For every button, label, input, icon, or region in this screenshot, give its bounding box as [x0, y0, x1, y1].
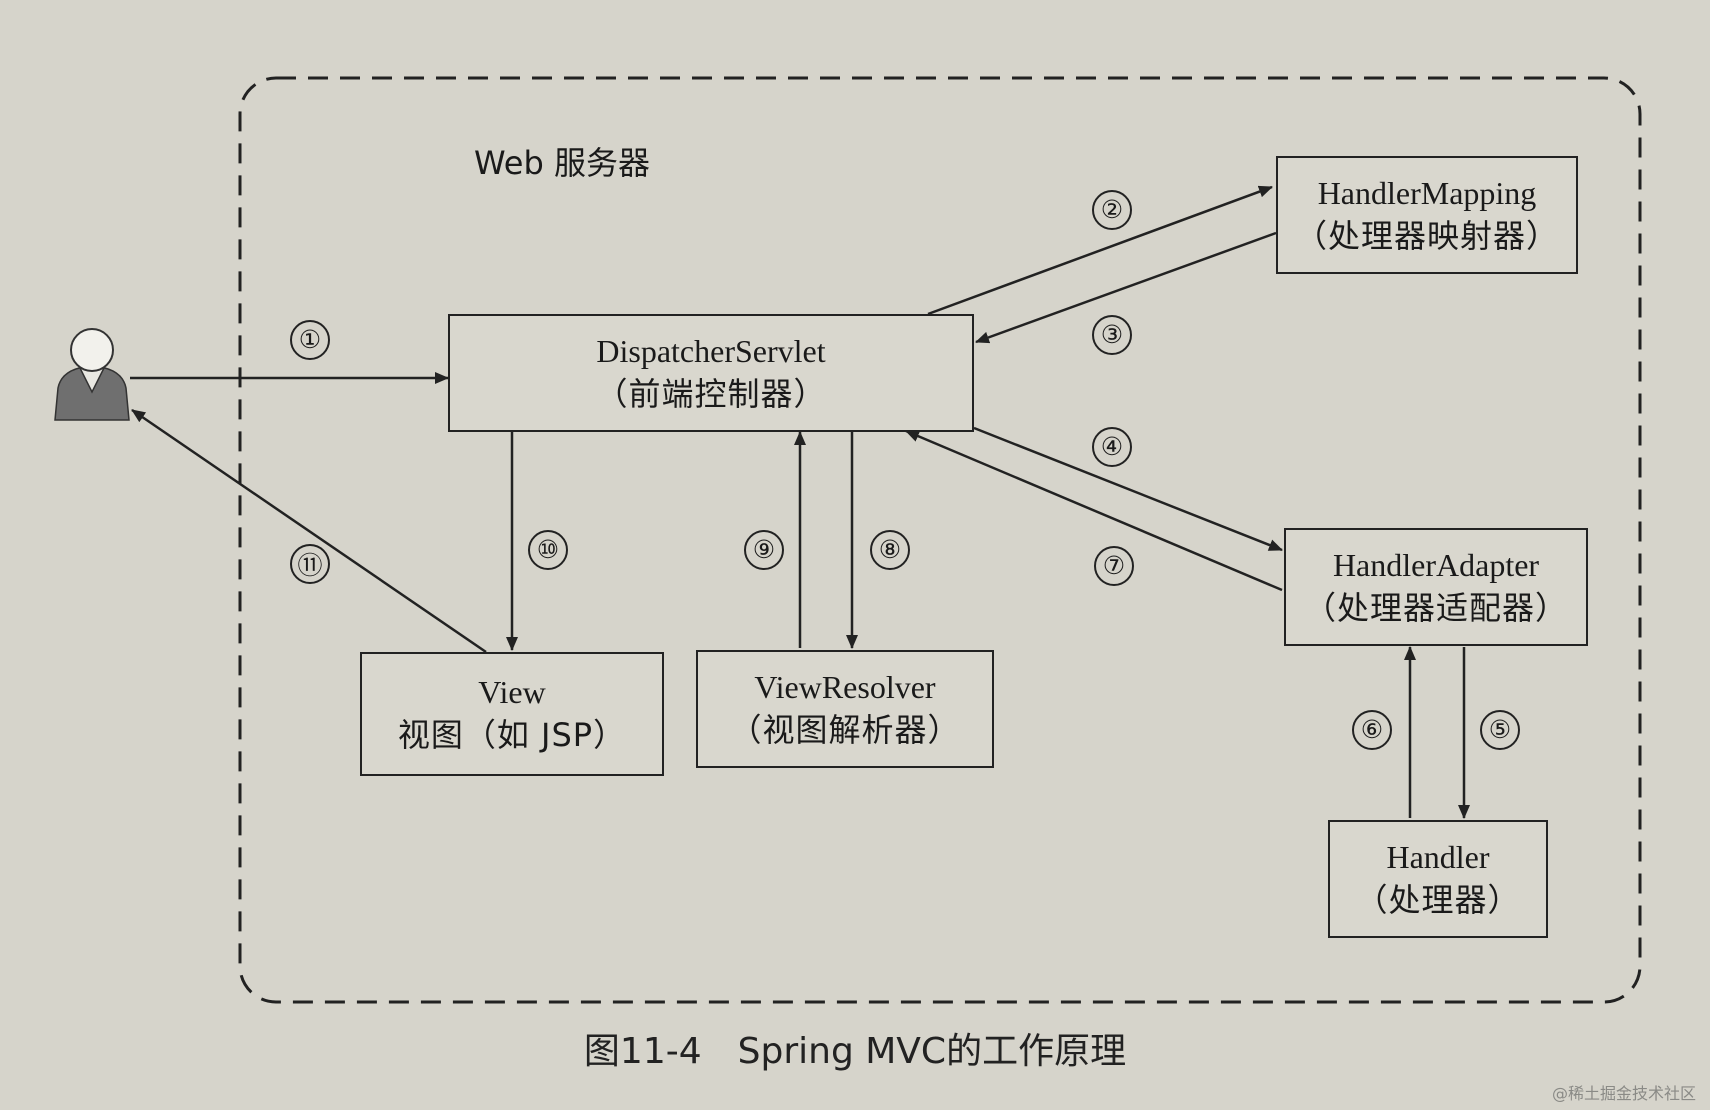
dispatcher-servlet-title: DispatcherServlet	[596, 332, 826, 369]
view-subtitle: 视图（如 JSP）	[397, 716, 627, 754]
view-resolver-title: ViewResolver	[754, 668, 936, 705]
step-4-label: ④	[1092, 427, 1132, 467]
step-8-label: ⑧	[870, 530, 910, 570]
handler-mapping-title: HandlerMapping	[1317, 174, 1537, 211]
arrow-step-7	[905, 429, 1283, 592]
handler-box: Handler （处理器）	[1328, 820, 1548, 938]
step-6-label: ⑥	[1352, 710, 1392, 750]
dispatcher-servlet-subtitle: （前端控制器）	[595, 375, 827, 413]
handler-adapter-box: HandlerAdapter （处理器适配器）	[1284, 528, 1588, 646]
handler-adapter-subtitle: （处理器适配器）	[1303, 589, 1568, 627]
watermark: @稀土掘金技术社区	[1551, 1084, 1696, 1103]
view-box: View 视图（如 JSP）	[360, 652, 664, 776]
view-title: View	[478, 673, 546, 710]
step-9-label: ⑨	[744, 530, 784, 570]
handler-mapping-box: HandlerMapping （处理器映射器）	[1276, 156, 1578, 274]
handler-mapping-subtitle: （处理器映射器）	[1294, 217, 1559, 255]
step-7-label: ⑦	[1094, 546, 1134, 586]
step-2-label: ②	[1092, 190, 1132, 230]
figure-caption: 图11-4 Spring MVC的工作原理	[583, 1031, 1127, 1072]
view-resolver-box: ViewResolver （视图解析器）	[696, 650, 994, 768]
user-icon	[54, 328, 130, 421]
step-10-label: ⑩	[528, 530, 568, 570]
view-resolver-subtitle: （视图解析器）	[729, 711, 961, 749]
arrow-step-4	[973, 426, 1283, 552]
handler-adapter-title: HandlerAdapter	[1332, 546, 1540, 583]
arrow-step-3	[975, 231, 1277, 344]
arrow-step-2	[927, 185, 1273, 316]
web-server-container	[238, 76, 1642, 1004]
step-3-label: ③	[1092, 315, 1132, 355]
web-server-label: Web 服务器	[474, 144, 650, 182]
handler-subtitle: （处理器）	[1355, 881, 1521, 919]
arrow-step-11	[131, 408, 487, 654]
dispatcher-servlet-box: DispatcherServlet （前端控制器）	[448, 314, 974, 432]
step-11-label: ⑪	[290, 544, 330, 584]
step-5-label: ⑤	[1480, 710, 1520, 750]
handler-title: Handler	[1386, 838, 1490, 875]
step-1-label: ①	[290, 320, 330, 360]
